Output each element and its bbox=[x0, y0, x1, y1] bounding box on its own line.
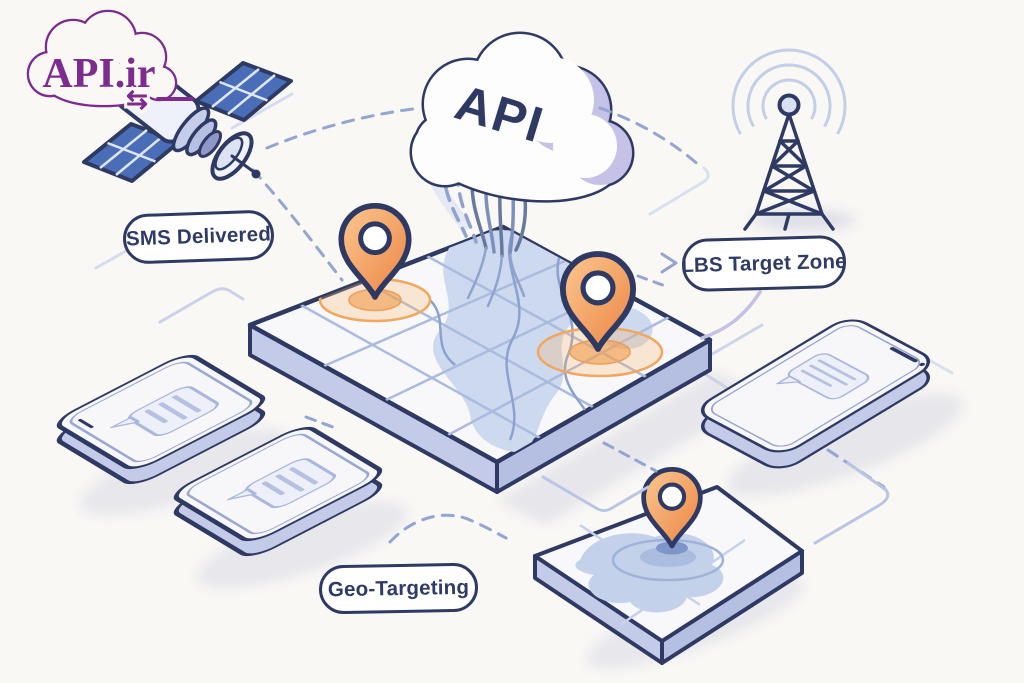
map-water bbox=[433, 230, 579, 452]
connector-tablet-gap bbox=[304, 415, 340, 431]
sms-delivered-badge: SMS Delivered bbox=[122, 209, 275, 265]
connector-satellite-to-cloud bbox=[265, 106, 422, 150]
solar-panel bbox=[194, 61, 293, 122]
geo-targeting-text: Geo-Targeting bbox=[327, 575, 470, 601]
connector-cloud-to-tower bbox=[598, 106, 704, 170]
satellite-icon bbox=[82, 61, 293, 183]
tablet-icon bbox=[173, 426, 383, 557]
sms-bubble-icon bbox=[110, 386, 220, 437]
sms-delivered-text: SMS Delivered bbox=[125, 222, 272, 251]
sms-bubble-icon bbox=[776, 353, 870, 400]
connector-satellite-to-pin bbox=[251, 168, 344, 282]
signal-waves-icon bbox=[731, 48, 847, 135]
cell-tower-icon bbox=[731, 48, 847, 231]
sms-bubble-icon bbox=[227, 458, 337, 509]
mini-map-roads bbox=[579, 523, 746, 627]
smartphone-icon bbox=[700, 319, 931, 469]
map-grid-lines bbox=[300, 254, 670, 440]
lbs-target-zone-text: LBS Target Zone bbox=[680, 249, 848, 277]
logo-text: API.ir bbox=[42, 51, 155, 97]
lbs-arrowhead bbox=[660, 252, 678, 274]
lbs-target-zone-badge: LBS Target Zone bbox=[680, 234, 848, 293]
connector-map-to-minimap bbox=[602, 441, 658, 473]
camera-notch bbox=[889, 347, 918, 363]
tablet-icon bbox=[56, 354, 266, 485]
connector-map-bottom bbox=[541, 475, 650, 512]
connector-minimap-to-phone bbox=[813, 461, 890, 545]
connectors bbox=[251, 106, 890, 545]
mini-map-icon bbox=[533, 469, 804, 665]
transfer-arrows-icon: ⇆ bbox=[126, 84, 148, 114]
satellite-body bbox=[115, 63, 223, 159]
connector-under-lbs bbox=[700, 290, 762, 340]
mini-map-water bbox=[575, 533, 724, 613]
connector-tablet-to-geo bbox=[388, 513, 508, 544]
map-details bbox=[300, 227, 670, 452]
apiir-logo: API.ir ⇆ bbox=[26, 9, 194, 117]
connector-to-lbs-label bbox=[636, 274, 670, 289]
connector-phone-to-minimap bbox=[826, 448, 886, 489]
geo-targeting-badge: Geo-Targeting bbox=[318, 562, 479, 615]
cloud-api-icon: API bbox=[409, 31, 635, 203]
